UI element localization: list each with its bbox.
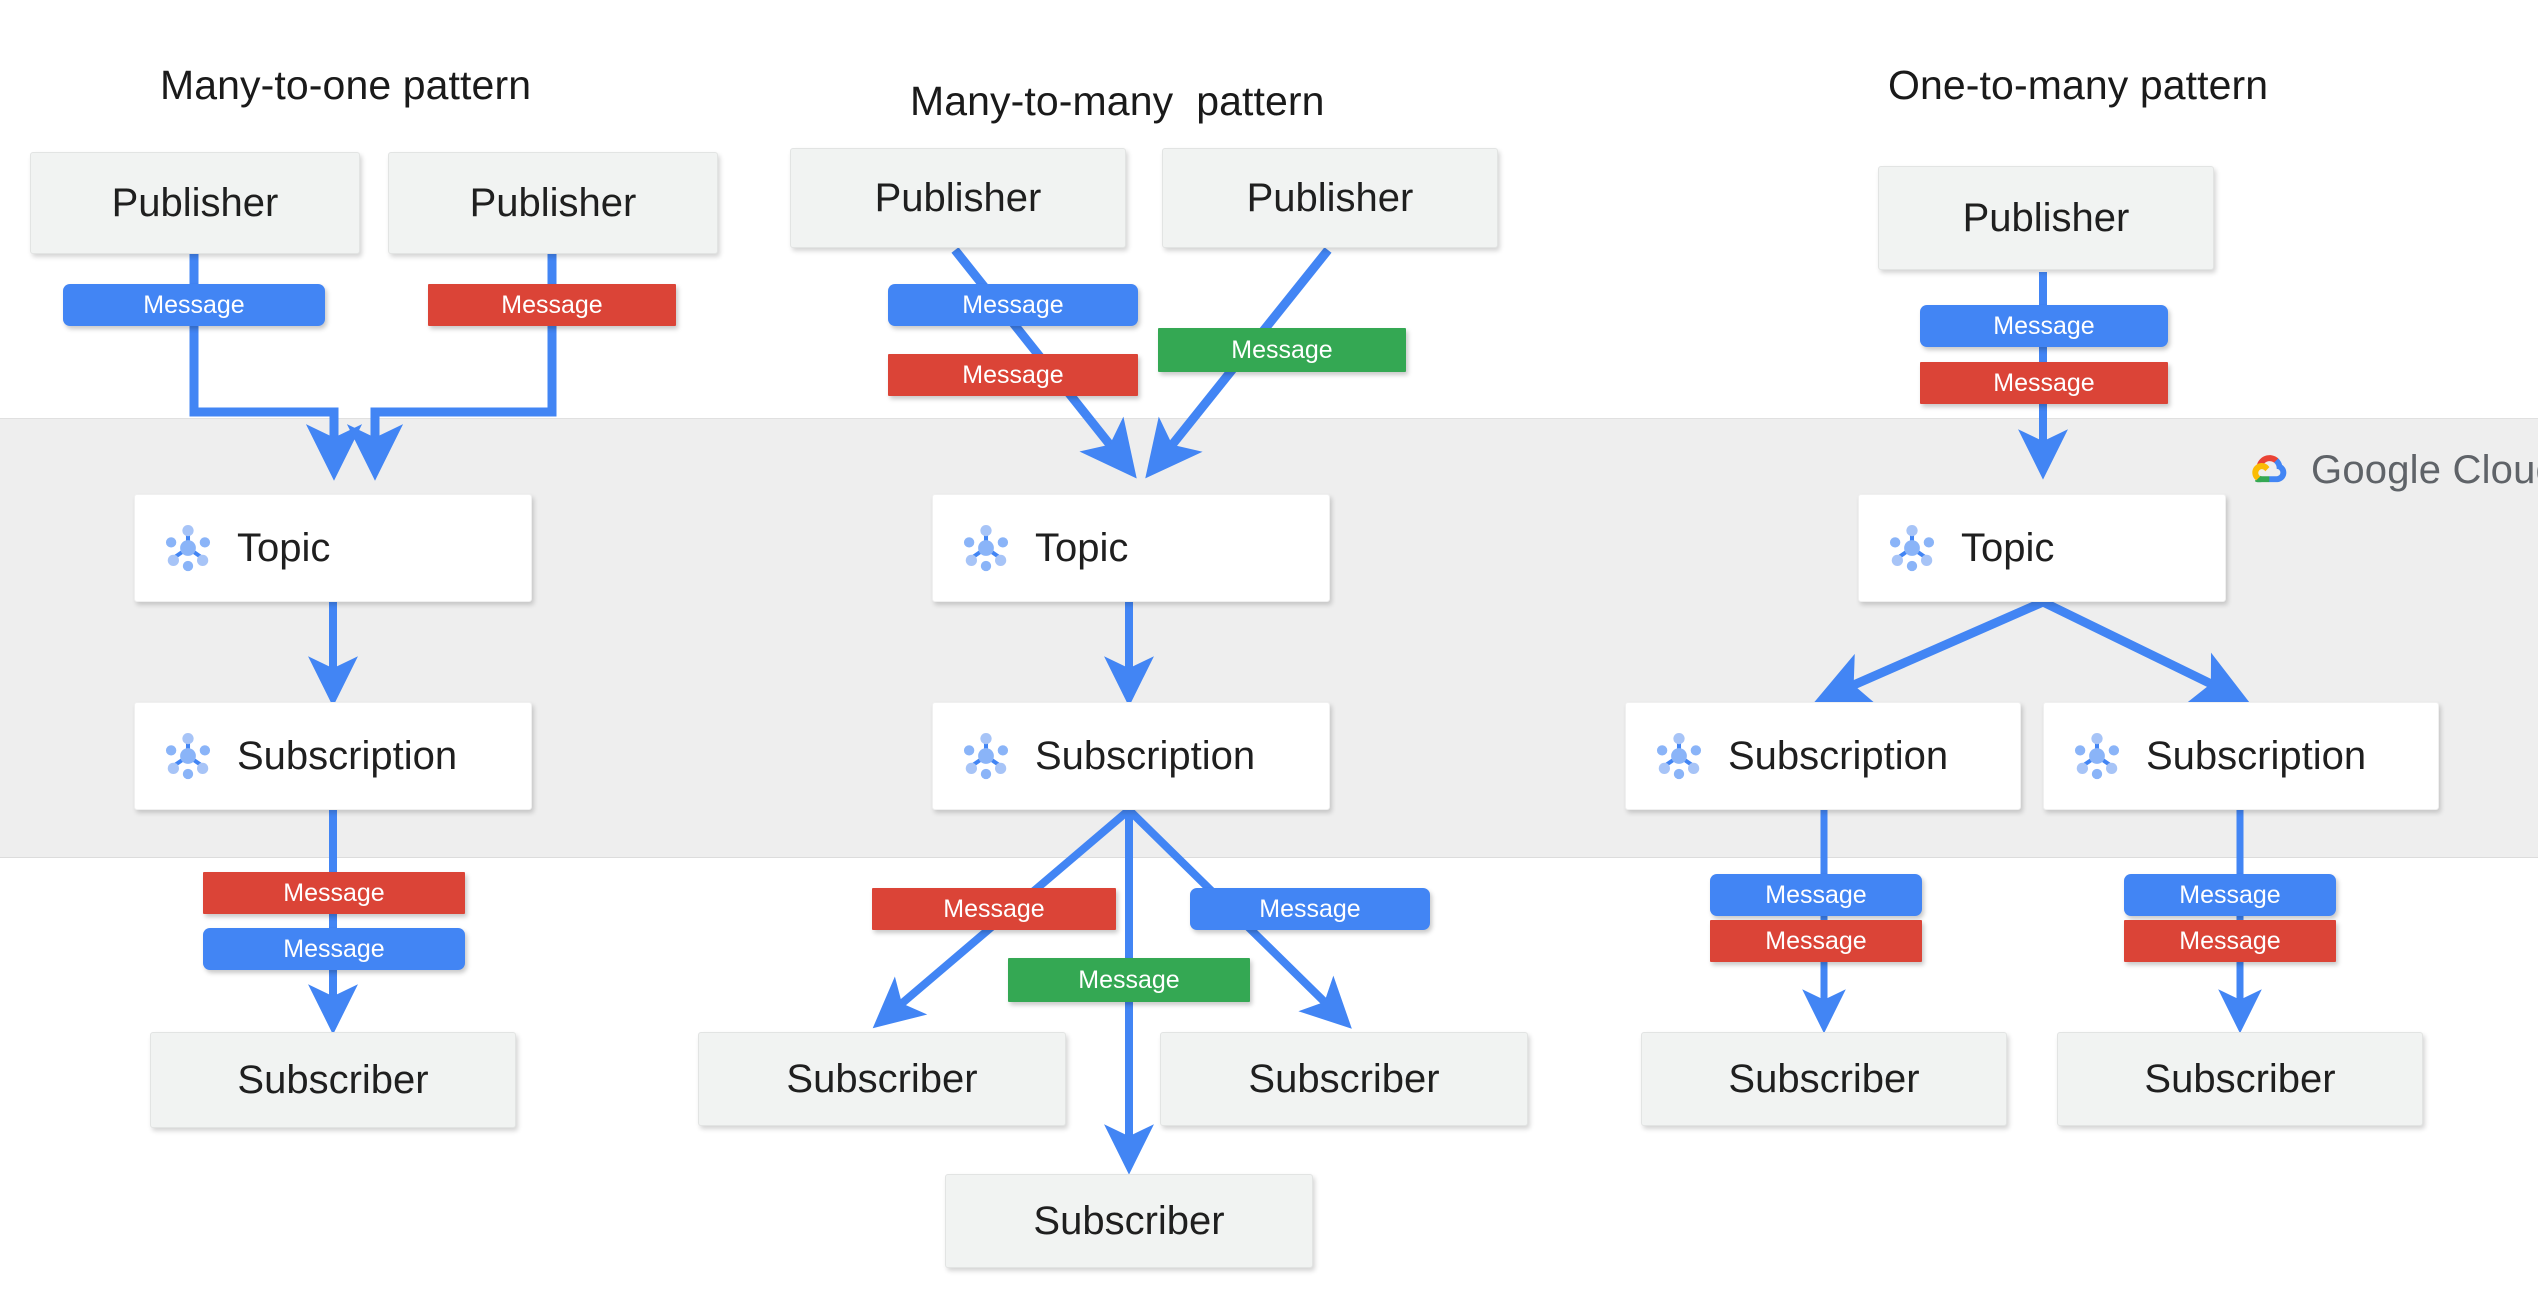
message-label: Message bbox=[2179, 926, 2281, 955]
wire-topic-sub-3b bbox=[2041, 597, 2250, 704]
message-label: Message bbox=[2179, 880, 2281, 909]
subscriber-node[interactable]: Subscriber bbox=[1160, 1032, 1528, 1126]
node-label: Subscriber bbox=[1248, 1056, 1440, 1101]
node-label: Subscriber bbox=[1033, 1198, 1225, 1243]
pubsub-icon bbox=[1656, 732, 1702, 780]
pattern-title-many-to-many: Many-to-many pattern bbox=[910, 78, 1325, 124]
subscription-node[interactable]: Subscription bbox=[932, 702, 1330, 810]
message-chip-blue[interactable]: Message bbox=[888, 284, 1138, 326]
node-label: Subscriber bbox=[237, 1057, 429, 1102]
topic-node[interactable]: Topic bbox=[134, 494, 532, 602]
message-chip-red[interactable]: Message bbox=[428, 284, 676, 326]
subscription-node[interactable]: Subscription bbox=[134, 702, 532, 810]
pubsub-icon bbox=[2074, 732, 2120, 780]
google-cloud-logo-icon bbox=[2252, 454, 2287, 482]
google-cloud-brand: Google Cloud bbox=[2243, 448, 2538, 493]
message-label: Message bbox=[501, 290, 603, 319]
publisher-node[interactable]: Publisher bbox=[30, 152, 360, 254]
message-label: Message bbox=[283, 934, 385, 963]
message-label: Message bbox=[1259, 894, 1361, 923]
publisher-node[interactable]: Publisher bbox=[388, 152, 718, 254]
pattern-title-many-to-one: Many-to-one pattern bbox=[160, 62, 532, 108]
subscriber-node[interactable]: Subscriber bbox=[150, 1032, 516, 1128]
message-chip-blue[interactable]: Message bbox=[1920, 305, 2168, 347]
message-chip-red[interactable]: Message bbox=[203, 872, 465, 914]
node-label: Subscription bbox=[1728, 733, 1949, 778]
message-chip-green[interactable]: Message bbox=[1008, 958, 1250, 1002]
subscriber-node[interactable]: Subscriber bbox=[945, 1174, 1313, 1268]
pubsub-icon bbox=[165, 732, 211, 780]
message-label: Message bbox=[1993, 368, 2095, 397]
message-label: Message bbox=[962, 290, 1064, 319]
message-chip-blue[interactable]: Message bbox=[1190, 888, 1430, 930]
message-label: Message bbox=[962, 360, 1064, 389]
message-label: Message bbox=[143, 290, 245, 319]
message-label: Message bbox=[283, 878, 385, 907]
node-label: Subscription bbox=[1035, 733, 1256, 778]
publisher-node[interactable]: Publisher bbox=[790, 148, 1126, 248]
wire-topic-sub-3a bbox=[1814, 597, 2045, 706]
node-label: Topic bbox=[237, 525, 331, 570]
subscriber-node[interactable]: Subscriber bbox=[698, 1032, 1066, 1126]
node-label: Subscriber bbox=[1728, 1056, 1920, 1101]
message-label: Message bbox=[1993, 311, 2095, 340]
message-chip-red[interactable]: Message bbox=[888, 354, 1138, 396]
message-chip-red[interactable]: Message bbox=[1920, 362, 2168, 404]
topic-node[interactable]: Topic bbox=[932, 494, 1330, 602]
message-label: Message bbox=[943, 894, 1045, 923]
publisher-node[interactable]: Publisher bbox=[1162, 148, 1498, 248]
message-chip-blue[interactable]: Message bbox=[203, 928, 465, 970]
pubsub-icon bbox=[963, 732, 1009, 780]
message-label: Message bbox=[1231, 335, 1333, 364]
pubsub-icon bbox=[1889, 524, 1935, 572]
message-chip-blue[interactable]: Message bbox=[1710, 874, 1922, 916]
message-label: Message bbox=[1078, 965, 1180, 994]
node-label: Publisher bbox=[1962, 195, 2130, 240]
node-label: Publisher bbox=[1246, 175, 1414, 220]
node-label: Subscriber bbox=[786, 1056, 978, 1101]
message-chip-red[interactable]: Message bbox=[1710, 920, 1922, 962]
node-label: Topic bbox=[1961, 525, 2055, 570]
message-chip-green[interactable]: Message bbox=[1158, 328, 1406, 372]
node-label: Subscription bbox=[2146, 733, 2367, 778]
message-chip-red[interactable]: Message bbox=[872, 888, 1116, 930]
message-chip-blue[interactable]: Message bbox=[63, 284, 325, 326]
google-cloud-wordmark: Google Cloud bbox=[2311, 448, 2538, 492]
pattern-title-one-to-many: One-to-many pattern bbox=[1888, 62, 2269, 108]
subscriber-node[interactable]: Subscriber bbox=[2057, 1032, 2423, 1126]
subscriber-node[interactable]: Subscriber bbox=[1641, 1032, 2007, 1126]
subscription-node[interactable]: Subscription bbox=[1625, 702, 2021, 810]
node-label: Subscriber bbox=[2144, 1056, 2336, 1101]
message-chip-red[interactable]: Message bbox=[2124, 920, 2336, 962]
message-label: Message bbox=[1765, 880, 1867, 909]
node-label: Topic bbox=[1035, 525, 1129, 570]
pubsub-icon bbox=[963, 524, 1009, 572]
message-chip-blue[interactable]: Message bbox=[2124, 874, 2336, 916]
node-label: Publisher bbox=[469, 180, 637, 225]
node-label: Publisher bbox=[111, 180, 279, 225]
wire-msg-topic-left2 bbox=[346, 326, 557, 481]
publisher-node[interactable]: Publisher bbox=[1878, 166, 2214, 270]
node-label: Publisher bbox=[874, 175, 1042, 220]
subscription-node[interactable]: Subscription bbox=[2043, 702, 2439, 810]
wire-msg-topic-left bbox=[189, 326, 363, 481]
pubsub-icon bbox=[165, 524, 211, 572]
topic-node[interactable]: Topic bbox=[1858, 494, 2226, 602]
node-label: Subscription bbox=[237, 733, 458, 778]
message-label: Message bbox=[1765, 926, 1867, 955]
